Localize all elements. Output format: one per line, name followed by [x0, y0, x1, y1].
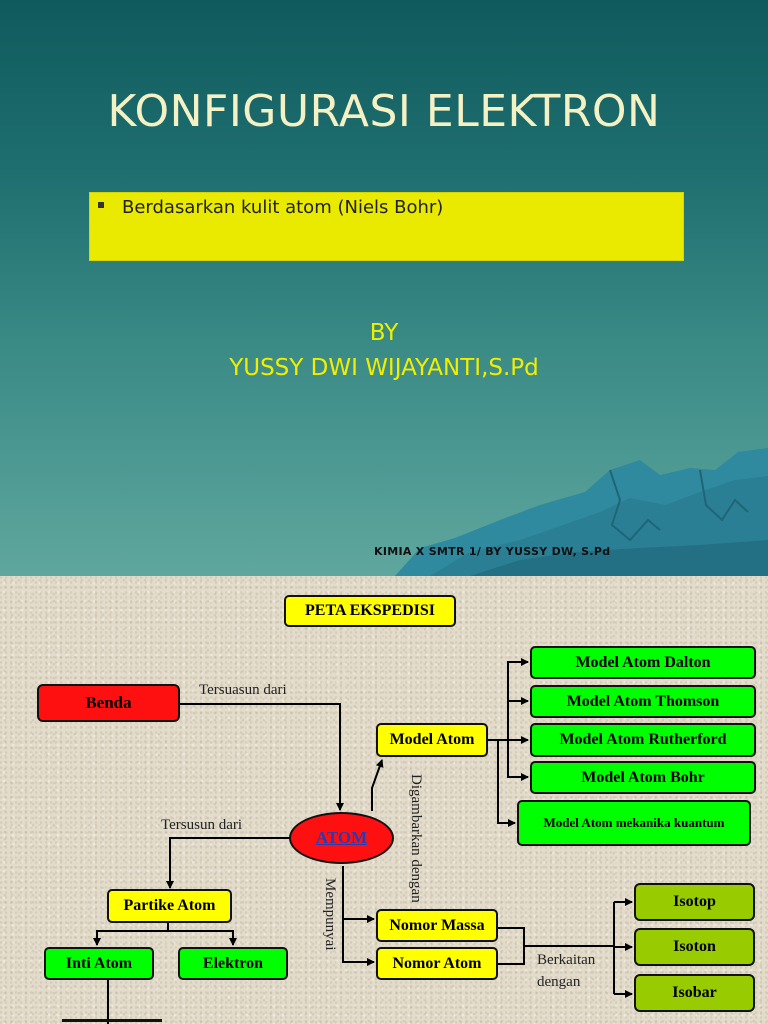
label-mempunyai: Mempunyai [322, 878, 338, 951]
concept-map-slide: PETA EKSPEDISI Benda ATOM Model Atom Mod… [0, 576, 768, 1024]
label-dengan: dengan [537, 974, 581, 990]
node-nomor-atom: Nomor Atom [376, 947, 498, 980]
node-model-bohr: Model Atom Bohr [530, 761, 756, 794]
title-slide: KONFIGURASI ELEKTRON Berdasarkan kulit a… [0, 0, 768, 576]
label-tersusun-dari: Tersusun dari [161, 817, 243, 833]
subtitle-box: Berdasarkan kulit atom (Niels Bohr) [89, 192, 684, 261]
by-label: BY [369, 320, 399, 346]
connector-lines [93, 658, 633, 1024]
map-title: PETA EKSPEDISI [284, 595, 456, 627]
bullet-icon [98, 202, 104, 208]
label-digambarkan-dengan: Digambarkan dengan [408, 774, 424, 903]
partial-node-edge [62, 1019, 162, 1024]
node-model-atom: Model Atom [376, 723, 488, 757]
slide-title: KONFIGURASI ELEKTRON [107, 86, 661, 137]
node-atom: ATOM [289, 812, 394, 864]
node-model-rutherford: Model Atom Rutherford [530, 723, 756, 757]
node-elektron: Elektron [178, 947, 288, 980]
subtitle-bullet-text: Berdasarkan kulit atom (Niels Bohr) [122, 197, 444, 218]
node-isotop: Isotop [634, 883, 755, 921]
node-atom-label: ATOM [315, 828, 368, 847]
node-model-dalton: Model Atom Dalton [530, 646, 756, 679]
slide-footer: KIMIA X SMTR 1/ BY YUSSY DW, S.Pd [374, 545, 611, 558]
node-nomor-massa: Nomor Massa [376, 909, 498, 942]
node-isobar: Isobar [634, 974, 755, 1012]
author-name: YUSSY DWI WIJAYANTI,S.Pd [229, 355, 539, 381]
mountain-illustration [395, 448, 768, 576]
label-tersuasun-dari: Tersuasun dari [199, 682, 287, 698]
node-model-thomson: Model Atom Thomson [530, 685, 756, 718]
node-benda: Benda [37, 684, 180, 722]
label-berkaitan: Berkaitan [537, 952, 596, 968]
node-inti-atom: Inti Atom [44, 947, 154, 980]
node-model-kuantum: Model Atom mekanika kuantum [517, 800, 751, 846]
node-isoton: Isoton [634, 928, 755, 966]
node-partikel-atom: Partike Atom [107, 889, 232, 923]
